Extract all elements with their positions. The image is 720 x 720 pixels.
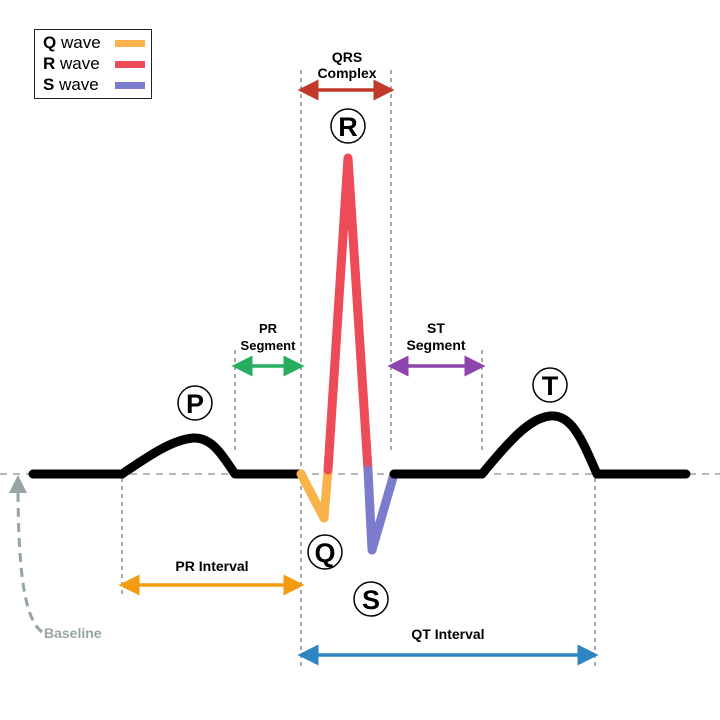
- st-segment-label-line1: ST: [427, 320, 445, 336]
- wave-marker-s: S: [353, 581, 389, 617]
- wave-letter-p: P: [186, 389, 204, 419]
- legend-swatch-q: [115, 40, 145, 47]
- p-wave-trace: [117, 433, 240, 479]
- baseline-label: Baseline: [44, 625, 102, 641]
- wave-letter-s: S: [362, 585, 380, 615]
- legend-label-s: wave: [59, 75, 99, 94]
- qt-interval-label: QT Interval: [411, 626, 484, 642]
- wave-marker-p: P: [177, 385, 213, 421]
- legend-item-s: S wave: [43, 75, 99, 95]
- t-wave-trace: [477, 411, 602, 479]
- pr-segment-label-line1: PR: [259, 321, 278, 336]
- ecg-trace: [28, 153, 691, 555]
- legend: Q wave R wave S wave: [34, 29, 152, 99]
- wave-letter-q: Q: [314, 538, 335, 568]
- wave-marker-q: Q: [307, 534, 343, 570]
- wave-letter-t: T: [542, 371, 559, 401]
- r-wave-trace: [323, 153, 373, 475]
- st-segment-label-line2: Segment: [406, 337, 465, 353]
- qrs-complex-label-line1: QRS: [332, 49, 362, 65]
- legend-letter-r: R: [43, 54, 56, 73]
- wave-letter-r: R: [338, 112, 358, 142]
- legend-item-r: R wave: [43, 54, 100, 74]
- q-wave-trace: [296, 465, 333, 523]
- legend-label-q: wave: [60, 33, 101, 52]
- s-wave-trace: [363, 465, 399, 555]
- baseline-pointer-arrow: [9, 475, 43, 634]
- legend-letter-s: S: [43, 75, 55, 94]
- legend-item-q: Q wave: [43, 33, 101, 53]
- legend-letter-q: Q: [43, 33, 57, 52]
- legend-swatch-r: [115, 61, 145, 68]
- wave-marker-r: R: [330, 108, 366, 144]
- pr-segment-label-line2: Segment: [241, 338, 297, 353]
- wave-marker-t: T: [532, 367, 568, 403]
- qrs-complex-label-line2: Complex: [317, 65, 376, 81]
- pr-interval-label: PR Interval: [175, 558, 248, 574]
- legend-label-r: wave: [60, 54, 100, 73]
- legend-swatch-s: [115, 82, 145, 89]
